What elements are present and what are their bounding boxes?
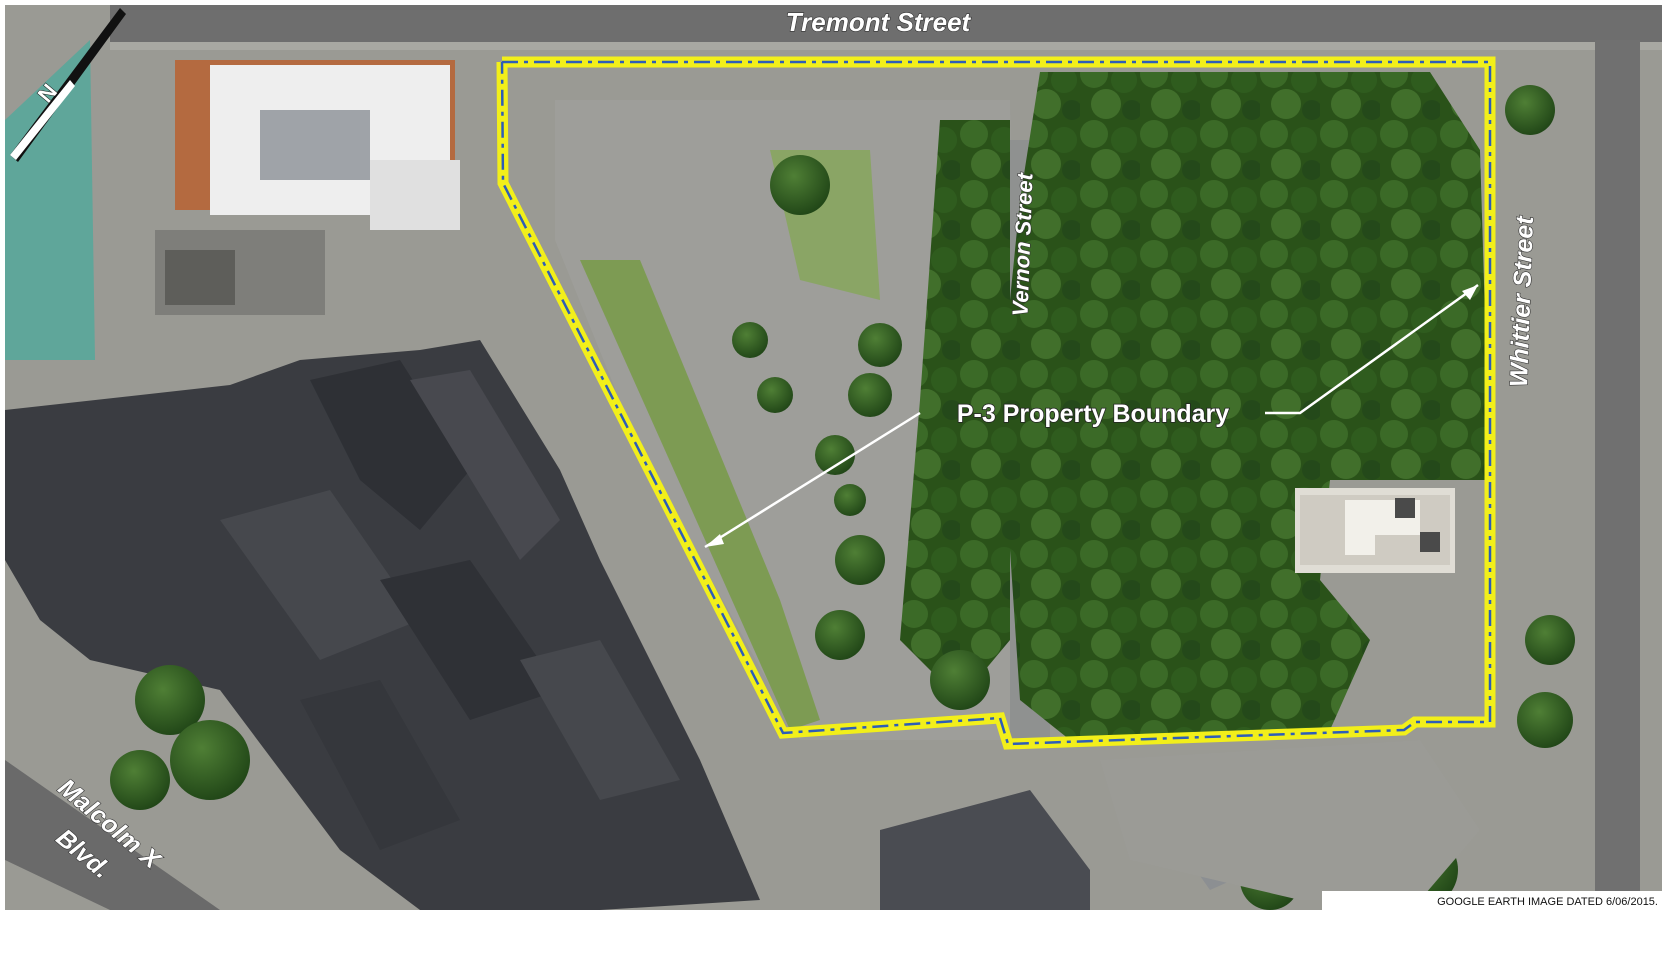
image-credit: GOOGLE EARTH IMAGE DATED 6/06/2015. [1437, 896, 1658, 908]
parking-lot [555, 100, 1020, 740]
street-label-tremont: Tremont Street [786, 7, 972, 37]
forest-area [1000, 72, 1490, 740]
parking-lot-bottom-right [1100, 740, 1480, 900]
malcolm-x-blvd-road [5, 760, 220, 910]
building-bottom-center [880, 790, 1090, 910]
credit-background [1322, 891, 1662, 910]
street-label-whittier: Whittier Street [1505, 214, 1539, 387]
tree-cluster [110, 85, 1575, 910]
tremont-street-road [110, 5, 1662, 45]
whittier-street-road [1595, 40, 1640, 910]
street-label-vernon: Vernon Street [1008, 171, 1038, 317]
callout-leaders [704, 283, 1479, 549]
building-teal-roof [5, 40, 95, 360]
property-boundary-centerline [500, 60, 1492, 746]
property-boundary-callout: P-3 Property Boundary [957, 400, 1229, 428]
